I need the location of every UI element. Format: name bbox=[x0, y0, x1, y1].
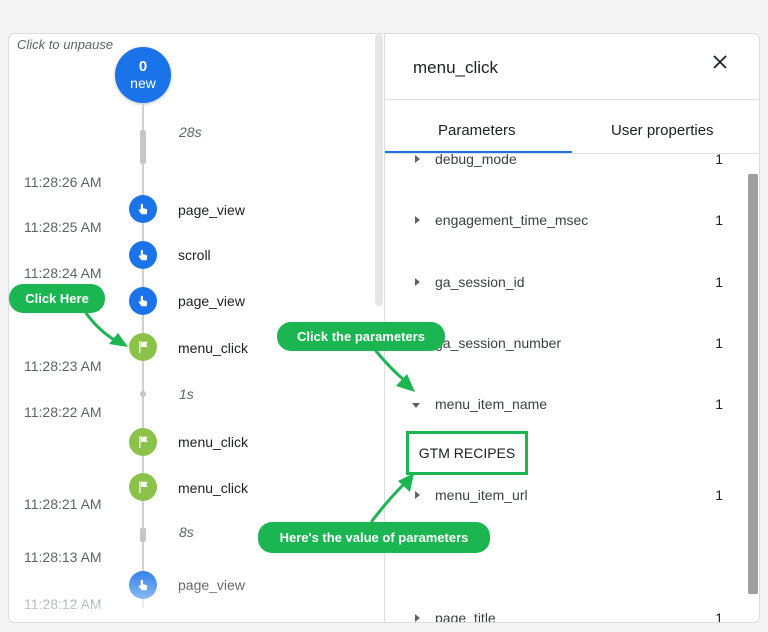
parameter-name: engagement_time_msec bbox=[435, 212, 589, 228]
timeline-scrollbar[interactable] bbox=[375, 34, 383, 306]
callout-click-here: Click Here bbox=[9, 284, 105, 313]
parameter-row[interactable]: debug_mode 1 bbox=[385, 154, 745, 173]
close-icon bbox=[713, 55, 727, 69]
new-events-label: new bbox=[130, 75, 156, 91]
parameter-count: 1 bbox=[715, 487, 723, 503]
parameter-count: 1 bbox=[715, 396, 723, 412]
parameter-name: menu_item_name bbox=[435, 396, 548, 412]
event-name[interactable]: page_view bbox=[178, 577, 245, 593]
event-name-selected[interactable]: menu_click bbox=[178, 340, 249, 356]
expand-arrow-icon bbox=[415, 155, 420, 163]
timeline-gap-bar bbox=[140, 130, 146, 164]
touch-icon[interactable] bbox=[129, 571, 157, 599]
tab-user-properties[interactable]: User properties bbox=[611, 122, 714, 139]
expand-arrow-icon bbox=[415, 614, 420, 622]
parameter-name: debug_mode bbox=[435, 154, 517, 167]
parameter-name: page_title bbox=[435, 610, 496, 623]
callout-click-parameters: Click the parameters bbox=[277, 322, 445, 351]
timestamp: 11:28:12 AM bbox=[24, 596, 102, 612]
parameter-list: debug_mode 1 engagement_time_msec 1 ga_s… bbox=[385, 154, 759, 623]
unpause-link[interactable]: Click to unpause bbox=[17, 37, 114, 52]
panel-scrollbar[interactable] bbox=[748, 174, 758, 594]
header-divider bbox=[385, 99, 759, 100]
parameter-row[interactable]: engagement_time_msec 1 bbox=[385, 210, 745, 234]
parameter-row[interactable]: ga_session_id 1 bbox=[385, 272, 745, 296]
event-name[interactable]: page_view bbox=[178, 202, 245, 218]
timestamp: 11:28:26 AM bbox=[24, 174, 102, 190]
parameter-value-highlight: GTM RECIPES bbox=[406, 431, 528, 475]
timestamp: 11:28:21 AM bbox=[24, 496, 102, 512]
flag-icon[interactable] bbox=[129, 428, 157, 456]
parameter-count: 1 bbox=[715, 154, 723, 167]
parameter-count: 1 bbox=[715, 212, 723, 228]
expand-arrow-icon bbox=[415, 491, 420, 499]
timeline-gap-dot bbox=[140, 391, 146, 397]
parameter-count: 1 bbox=[715, 335, 723, 351]
duration-label: 8s bbox=[179, 524, 194, 540]
parameter-name: menu_item_url bbox=[435, 487, 528, 503]
timestamp: 11:28:23 AM bbox=[24, 358, 102, 374]
duration-label: 28s bbox=[179, 124, 202, 140]
flag-icon[interactable] bbox=[129, 333, 157, 361]
parameter-count: 1 bbox=[715, 274, 723, 290]
event-name[interactable]: menu_click bbox=[178, 480, 249, 496]
new-events-count: 0 bbox=[138, 58, 148, 75]
callout-parameter-value: Here's the value of parameters bbox=[258, 522, 490, 553]
panel-title: menu_click bbox=[413, 58, 499, 77]
collapse-arrow-icon bbox=[412, 403, 420, 408]
parameter-name: ga_session_number bbox=[435, 335, 562, 351]
expand-arrow-icon bbox=[415, 216, 420, 224]
event-name[interactable]: scroll bbox=[178, 247, 211, 263]
active-tab-indicator bbox=[385, 151, 572, 153]
timeline-fade bbox=[9, 564, 385, 622]
parameter-row[interactable]: menu_item_url 1 bbox=[385, 485, 745, 509]
event-name[interactable]: menu_click bbox=[178, 434, 249, 450]
touch-icon[interactable] bbox=[129, 195, 157, 223]
timestamp: 11:28:25 AM bbox=[24, 219, 102, 235]
timeline-line bbox=[142, 188, 144, 608]
parameter-name: ga_session_id bbox=[435, 274, 525, 290]
parameter-row[interactable]: page_title 1 bbox=[385, 608, 745, 623]
tab-parameters[interactable]: Parameters bbox=[438, 122, 516, 139]
expand-arrow-icon bbox=[415, 278, 420, 286]
new-events-badge[interactable]: 0 new bbox=[115, 47, 171, 103]
timeline-gap-bar bbox=[140, 528, 146, 542]
touch-icon[interactable] bbox=[129, 241, 157, 269]
close-button[interactable] bbox=[708, 50, 732, 74]
touch-icon[interactable] bbox=[129, 287, 157, 315]
timestamp: 11:28:22 AM bbox=[24, 404, 102, 420]
parameter-row-expanded[interactable]: menu_item_name 1 bbox=[385, 394, 745, 418]
parameter-count: 1 bbox=[715, 610, 723, 623]
tabs-divider bbox=[385, 153, 759, 154]
timestamp: 11:28:24 AM bbox=[24, 265, 102, 281]
event-name[interactable]: page_view bbox=[178, 293, 245, 309]
duration-label: 1s bbox=[179, 386, 194, 402]
timestamp: 11:28:13 AM bbox=[24, 549, 102, 565]
flag-icon[interactable] bbox=[129, 473, 157, 501]
